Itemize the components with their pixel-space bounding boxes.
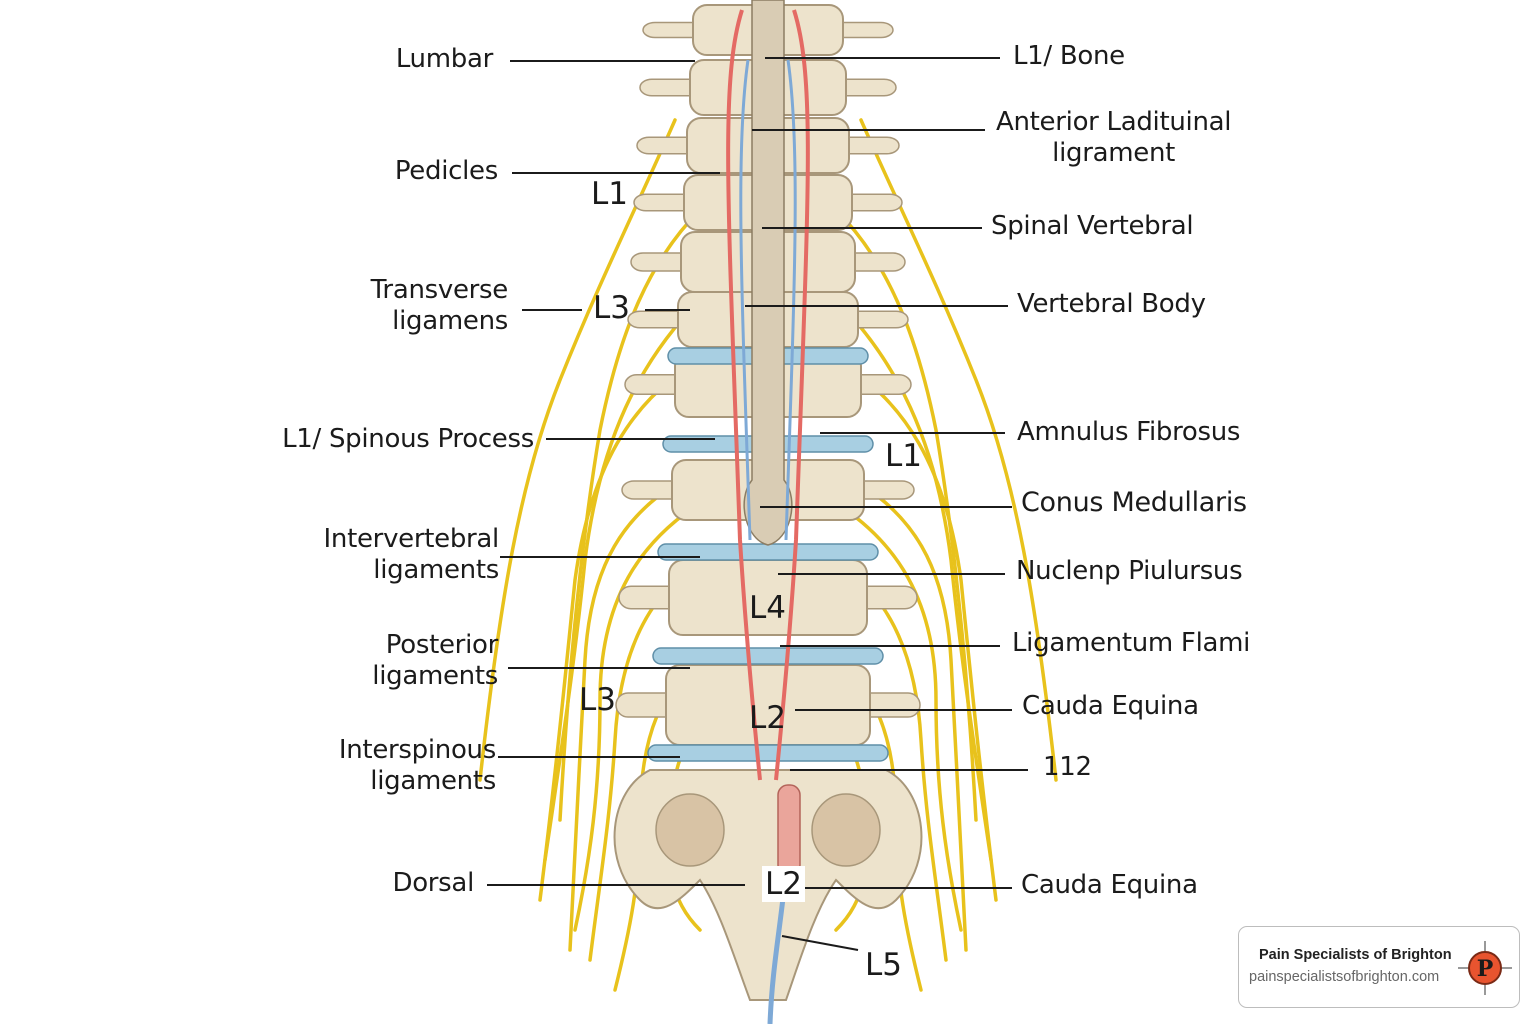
label-text: ligaments: [373, 555, 499, 585]
vein: [739, 59, 752, 541]
label-112: 112: [1043, 752, 1092, 783]
label-text: Intervertebral: [323, 524, 500, 554]
intervertebral-disc: [652, 647, 884, 665]
label-text: Anterior Ladituinal: [996, 107, 1232, 137]
nerve-root: [834, 468, 968, 952]
label-text: Nuclenp Piulursus: [1016, 556, 1243, 586]
label-text: Spinal Vertebral: [991, 211, 1194, 241]
brand-badge[interactable]: Pain Specialists of Brighton painspecial…: [1238, 926, 1520, 1008]
nerve-root: [538, 358, 702, 902]
brand-logo-icon: P: [1458, 941, 1512, 995]
label-l1-bone: L1/ Bone: [1013, 41, 1125, 72]
label-l1-spinous-process: L1/ Spinous Process: [282, 424, 534, 455]
label-text: Interspinous: [338, 735, 496, 765]
spinal-cord-body: [743, 0, 793, 546]
level-tag: L2: [762, 866, 805, 902]
nerve-root: [573, 498, 707, 932]
label-lumbar: Lumbar: [396, 44, 493, 75]
label-nuclenp-piulursus: Nuclenp Piulursus: [1016, 556, 1243, 587]
vertebral-column: [615, 4, 921, 762]
label-text: Cauda Equina: [1021, 870, 1198, 900]
label-text: Lumbar: [395, 44, 493, 74]
level-tag: L3: [579, 682, 616, 718]
label-vertebral-body: Vertebral Body: [1017, 289, 1206, 320]
sacroiliac-joint-right: [811, 793, 881, 867]
nerve-root: [543, 298, 702, 862]
label-text: Conus Medullaris: [1021, 487, 1247, 518]
nerve-root: [834, 358, 998, 902]
label-cauda-equina: Cauda Equina: [1022, 691, 1199, 722]
label-leader-lines: [487, 57, 1028, 951]
label-text: Vertebral Body: [1017, 289, 1206, 319]
filum-terminale: [777, 784, 801, 876]
label-text: Amnulus Fibrosus: [1017, 417, 1241, 447]
artery: [774, 9, 810, 781]
label-pedicles: Pedicles: [395, 156, 498, 187]
label-text: ligaments: [372, 661, 498, 691]
label-cauda-equina-lower: Cauda Equina: [1021, 870, 1198, 901]
label-ligamentum-flami: Ligamentum Flami: [1012, 628, 1250, 659]
label-posterior-ligaments: Posterior ligaments: [372, 630, 498, 692]
label-text: ligaments: [370, 766, 496, 796]
label-transverse-ligamens: Transverse ligamens: [370, 275, 509, 337]
label-text: Cauda Equina: [1022, 691, 1199, 721]
label-anterior-ladituinal-ligament: Anterior Ladituinal ligrament: [996, 107, 1232, 169]
artery: [726, 9, 762, 781]
nerve-root: [834, 298, 993, 862]
sacroiliac-joint-left: [655, 793, 725, 867]
label-intervertebral-ligaments: Intervertebral ligaments: [323, 524, 500, 586]
level-tag: L1: [591, 176, 628, 212]
nerve-root: [829, 498, 963, 932]
level-tag: L4: [749, 590, 786, 626]
level-tag: L1: [885, 438, 922, 474]
label-text: L1/ Bone: [1013, 41, 1125, 71]
label-text: Pedicles: [394, 156, 498, 186]
level-tag: L2: [749, 700, 786, 736]
label-text: Posterior: [385, 630, 499, 660]
label-amnulus-fibrosus: Amnulus Fibrosus: [1017, 417, 1240, 448]
label-text: ligrament: [1052, 138, 1176, 168]
label-dorsal: Dorsal: [392, 868, 474, 899]
label-text: Transverse: [370, 275, 509, 305]
brand-name: Pain Specialists of Brighton: [1259, 947, 1452, 963]
nerve-root: [568, 468, 702, 952]
label-spinal-vertebral: Spinal Vertebral: [991, 211, 1194, 242]
label-text: Dorsal: [392, 868, 474, 898]
label-interspinous-ligaments: Interspinous ligaments: [339, 735, 496, 797]
label-text: ligamens: [392, 306, 508, 336]
brand-logo-letter: P: [1477, 956, 1494, 982]
label-conus-medullaris: Conus Medullaris: [1021, 487, 1247, 518]
level-tag: L3: [593, 290, 630, 326]
level-tag: L5: [865, 947, 902, 983]
label-text: Ligamentum Flami: [1012, 628, 1251, 658]
label-text: L1/ Spinous Process: [282, 424, 534, 454]
leader-line: [781, 935, 859, 951]
intervertebral-disc: [647, 744, 889, 762]
vein: [784, 59, 797, 541]
label-text: 112: [1043, 752, 1092, 782]
spinal-cord: [726, 0, 810, 1024]
brand-url[interactable]: painspecialistsofbrighton.com: [1249, 969, 1440, 985]
